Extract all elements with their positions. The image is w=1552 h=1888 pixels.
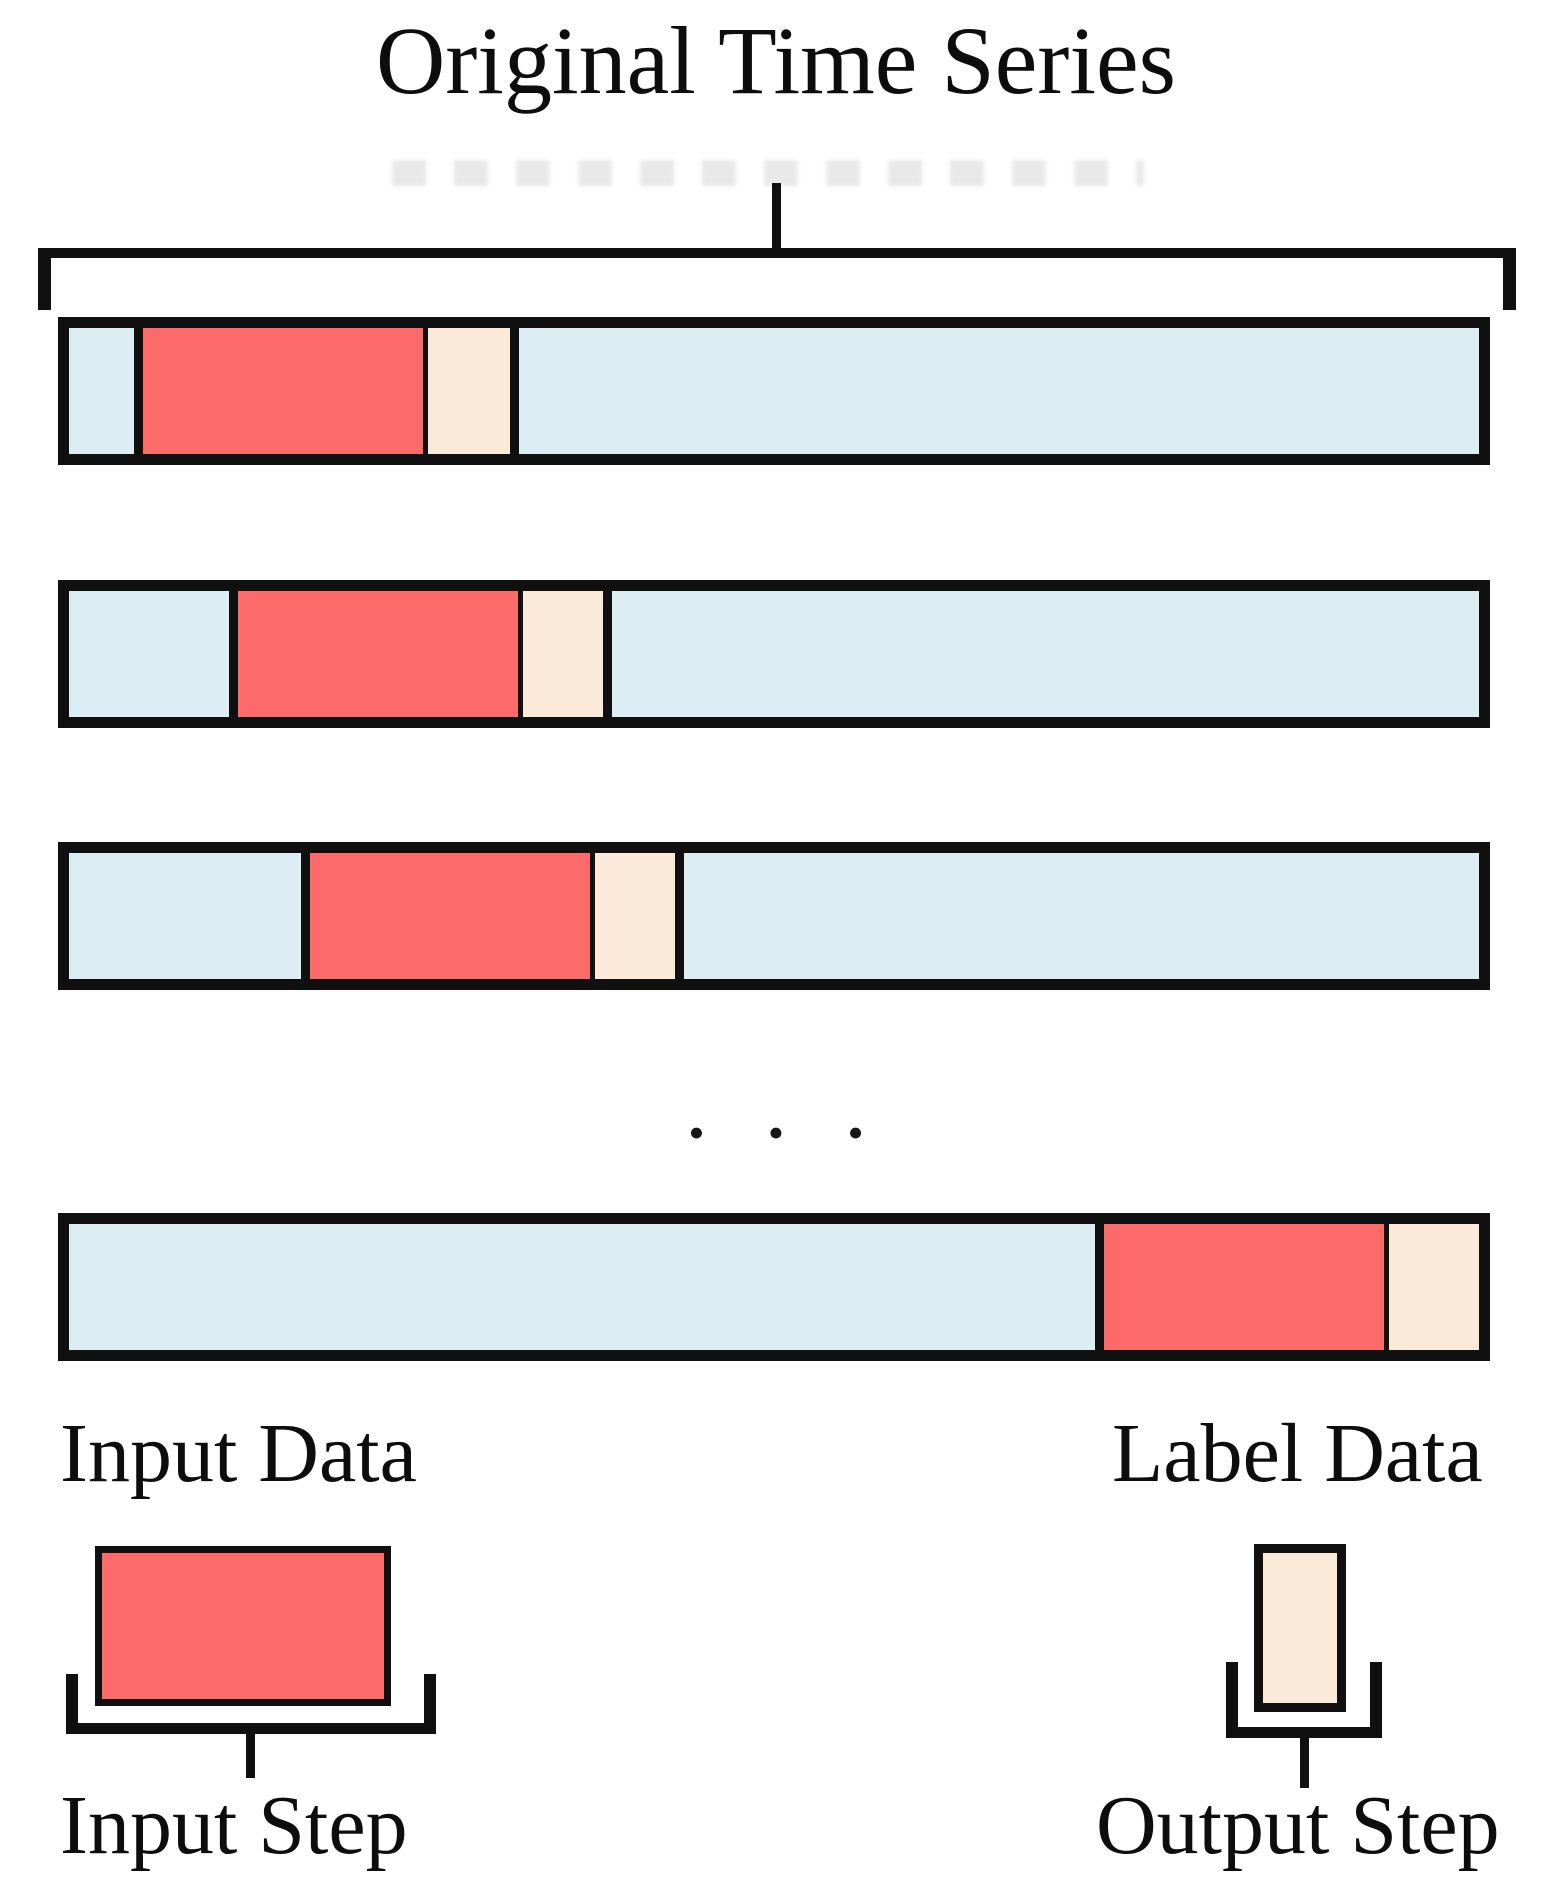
label-window-segment bbox=[428, 328, 510, 454]
input-step-label: Input Step bbox=[60, 1779, 408, 1872]
ellipsis-dots: • • • bbox=[688, 1107, 890, 1158]
label-data-label: Label Data bbox=[1112, 1407, 1483, 1500]
label-window-segment bbox=[595, 853, 675, 979]
top-bracket bbox=[38, 248, 1516, 310]
time-series-row bbox=[58, 317, 1490, 465]
segment-divider bbox=[134, 328, 143, 454]
segment-divider bbox=[1095, 1224, 1104, 1350]
segment-divider-thin bbox=[518, 591, 523, 717]
label-window-segment bbox=[523, 591, 603, 717]
output-step-bracket bbox=[1226, 1662, 1382, 1738]
diagram-title: Original Time Series bbox=[375, 7, 1176, 114]
input-window-segment bbox=[238, 591, 518, 717]
segment-divider bbox=[229, 591, 238, 717]
input-step-bracket-tick bbox=[246, 1734, 255, 1778]
segment-divider-thin bbox=[423, 328, 428, 454]
segment-divider bbox=[510, 328, 519, 454]
segment-divider-thin bbox=[590, 853, 595, 979]
time-series-row bbox=[58, 580, 1490, 728]
segment-divider bbox=[675, 853, 684, 979]
segment-divider bbox=[301, 853, 310, 979]
input-window-segment bbox=[143, 328, 423, 454]
input-data-swatch bbox=[95, 1546, 391, 1706]
segment-divider bbox=[603, 591, 612, 717]
label-window-segment bbox=[1389, 1224, 1479, 1350]
input-data-label: Input Data bbox=[60, 1407, 417, 1500]
label-data-swatch bbox=[1254, 1544, 1346, 1712]
output-step-bracket-tick bbox=[1300, 1738, 1309, 1788]
segment-divider-thin bbox=[1384, 1224, 1389, 1350]
input-step-bracket bbox=[66, 1674, 436, 1734]
top-bracket-stem bbox=[772, 183, 781, 251]
time-series-row bbox=[58, 1213, 1490, 1361]
input-window-segment bbox=[1104, 1224, 1384, 1350]
output-step-label: Output Step bbox=[1096, 1779, 1500, 1872]
input-window-segment bbox=[310, 853, 590, 979]
time-series-row bbox=[58, 842, 1490, 990]
ghost-text-artifact bbox=[392, 160, 1144, 186]
